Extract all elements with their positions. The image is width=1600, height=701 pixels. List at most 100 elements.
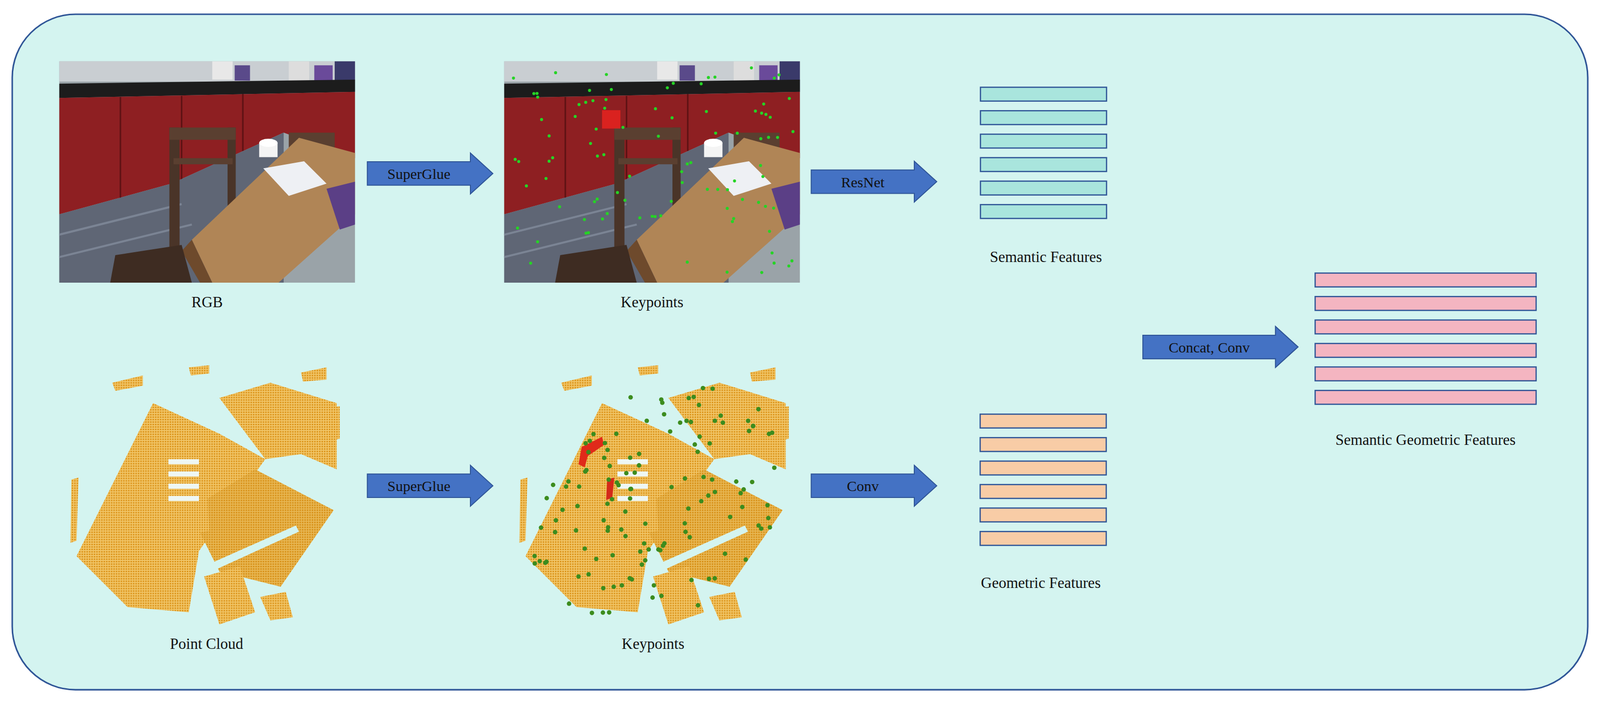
keypoint-dot bbox=[661, 411, 667, 417]
keypoint-dot bbox=[536, 95, 540, 99]
keypoint-dot bbox=[644, 418, 649, 423]
keypoint-dot bbox=[605, 447, 610, 453]
node-label: Keypoints bbox=[503, 292, 800, 312]
keypoint-dot bbox=[560, 507, 565, 512]
keypoint-dot bbox=[582, 217, 586, 221]
keypoint-dot bbox=[713, 75, 717, 79]
keypoint-dot bbox=[600, 610, 606, 615]
keypoint-dot bbox=[682, 521, 688, 526]
feature-bar bbox=[980, 157, 1106, 172]
keypoint-dot bbox=[683, 529, 688, 534]
keypoint-dot bbox=[670, 116, 674, 120]
keypoint-dot bbox=[641, 541, 647, 546]
node-label: Semantic Features bbox=[964, 247, 1128, 266]
keypoint-dot bbox=[646, 547, 651, 552]
keypoint-dot bbox=[692, 442, 698, 447]
keypoint-dot bbox=[726, 188, 729, 192]
keypoint-dot bbox=[738, 491, 743, 496]
block-arrow bbox=[811, 465, 937, 507]
keypoint-dot bbox=[750, 66, 754, 70]
keypoint-dot bbox=[756, 201, 760, 204]
keypoint-dot bbox=[537, 558, 542, 564]
block-arrow bbox=[367, 465, 493, 507]
feature-bar bbox=[1314, 343, 1537, 358]
keypoint-dot bbox=[642, 521, 648, 526]
keypoint-dot bbox=[705, 187, 709, 191]
keypoint-dot bbox=[621, 125, 625, 129]
keypoint-dot bbox=[765, 502, 770, 508]
keypoint-dot bbox=[659, 593, 664, 599]
keypoint-dot bbox=[592, 200, 596, 204]
keypoint-dot bbox=[696, 402, 701, 408]
feature-stack: Semantic Features bbox=[964, 86, 1128, 266]
keypoint-dot bbox=[516, 226, 520, 230]
node-art bbox=[964, 86, 1128, 220]
keypoint-dot bbox=[680, 180, 684, 184]
keypoint-dot bbox=[659, 214, 663, 218]
keypoint-dot bbox=[743, 557, 749, 562]
keypoint-dot bbox=[730, 220, 734, 224]
keypoint-dot bbox=[628, 486, 634, 492]
keypoint-dot bbox=[763, 204, 767, 208]
keypoint-dot bbox=[595, 154, 599, 158]
node-label: Point Cloud bbox=[66, 634, 348, 653]
keypoint-dot bbox=[751, 423, 756, 429]
keypoint-dot bbox=[706, 576, 712, 582]
keypoint-dot bbox=[610, 552, 615, 558]
keypoint-dot bbox=[538, 525, 544, 530]
keypoint-dot bbox=[658, 548, 663, 553]
keypoint-dot bbox=[777, 73, 781, 77]
keypoint-dot bbox=[551, 156, 554, 160]
keypoint-dot bbox=[653, 214, 657, 218]
keypoint-dot bbox=[593, 556, 599, 561]
keypoint-dot bbox=[595, 197, 599, 201]
keypoint-dot bbox=[624, 470, 629, 476]
keypoint-dot bbox=[709, 477, 715, 482]
keypoint-dot bbox=[684, 418, 689, 423]
keypoint-dot bbox=[666, 86, 670, 89]
keypoint-dot bbox=[615, 191, 619, 195]
keypoint-dot bbox=[750, 423, 756, 429]
keypoint-dot bbox=[637, 451, 642, 457]
keypoint-dot bbox=[686, 395, 692, 401]
keypoint-dots bbox=[511, 66, 795, 274]
node-label: Geometric Features bbox=[959, 573, 1123, 592]
keypoint-dot bbox=[601, 518, 606, 523]
keypoint-dot bbox=[536, 240, 540, 244]
keypoint-dot bbox=[638, 216, 641, 220]
keypoint-dot bbox=[602, 455, 607, 461]
keypoint-dot bbox=[573, 115, 577, 118]
keypoint-dot bbox=[628, 174, 632, 178]
keypoint-dot bbox=[605, 528, 611, 533]
keypoint-dot bbox=[591, 431, 596, 437]
keypoint-dot bbox=[642, 557, 648, 563]
keypoint-dot bbox=[532, 91, 536, 95]
keypoint-dot bbox=[688, 419, 694, 425]
keypoint-dot bbox=[714, 131, 718, 135]
keypoint-dot bbox=[725, 270, 729, 274]
feature-bars bbox=[1314, 272, 1538, 406]
feature-bar bbox=[980, 437, 1106, 452]
keypoint-dot bbox=[669, 199, 673, 203]
keypoint-dot bbox=[754, 109, 757, 113]
keypoint-dot bbox=[553, 518, 558, 523]
keypoint-dot bbox=[566, 479, 571, 484]
keypoint-dot bbox=[699, 82, 703, 86]
block-arrow bbox=[1142, 326, 1299, 368]
keypoint-dot bbox=[671, 81, 675, 85]
node-art bbox=[503, 61, 800, 283]
keypoint-dot bbox=[540, 117, 544, 121]
keypoint-dot bbox=[772, 261, 776, 265]
keypoint-dot bbox=[602, 440, 608, 446]
keypoint-dot bbox=[727, 514, 733, 520]
keypoint-dot bbox=[653, 107, 657, 111]
arrow-label: Conv bbox=[846, 477, 879, 495]
node-art bbox=[66, 357, 348, 628]
keypoint-dot bbox=[606, 477, 611, 482]
keypoint-dot bbox=[669, 484, 674, 490]
feature-stack: Geometric Features bbox=[959, 413, 1123, 592]
keypoint-dot bbox=[627, 455, 633, 460]
keypoint-dot bbox=[766, 431, 772, 437]
keypoint-dot bbox=[735, 131, 739, 135]
keypoint-dot bbox=[547, 159, 551, 163]
